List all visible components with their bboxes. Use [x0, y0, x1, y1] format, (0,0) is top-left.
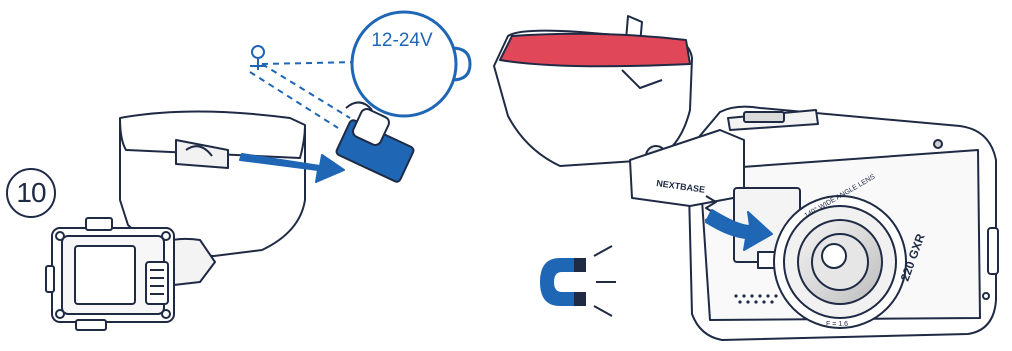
- usb-connector: [335, 101, 415, 183]
- insert-arrow: [239, 153, 345, 183]
- cable-dashed: [249, 61, 361, 129]
- aperture-label: F = 1.6: [826, 321, 848, 328]
- magnetic-plate: [45, 217, 216, 331]
- plug-tip-icon: [250, 45, 266, 70]
- magnet-icon: [540, 245, 616, 317]
- power-socket-icon: [350, 10, 472, 118]
- speaker-grille: [734, 294, 778, 304]
- camera-lens: [773, 195, 907, 329]
- powered-mount: [119, 110, 306, 257]
- voltage-label: 12-24V: [371, 30, 433, 51]
- windscreen-mount: [493, 15, 693, 167]
- attach-arrow: [705, 209, 773, 251]
- step-number-badge: 10: [6, 168, 56, 218]
